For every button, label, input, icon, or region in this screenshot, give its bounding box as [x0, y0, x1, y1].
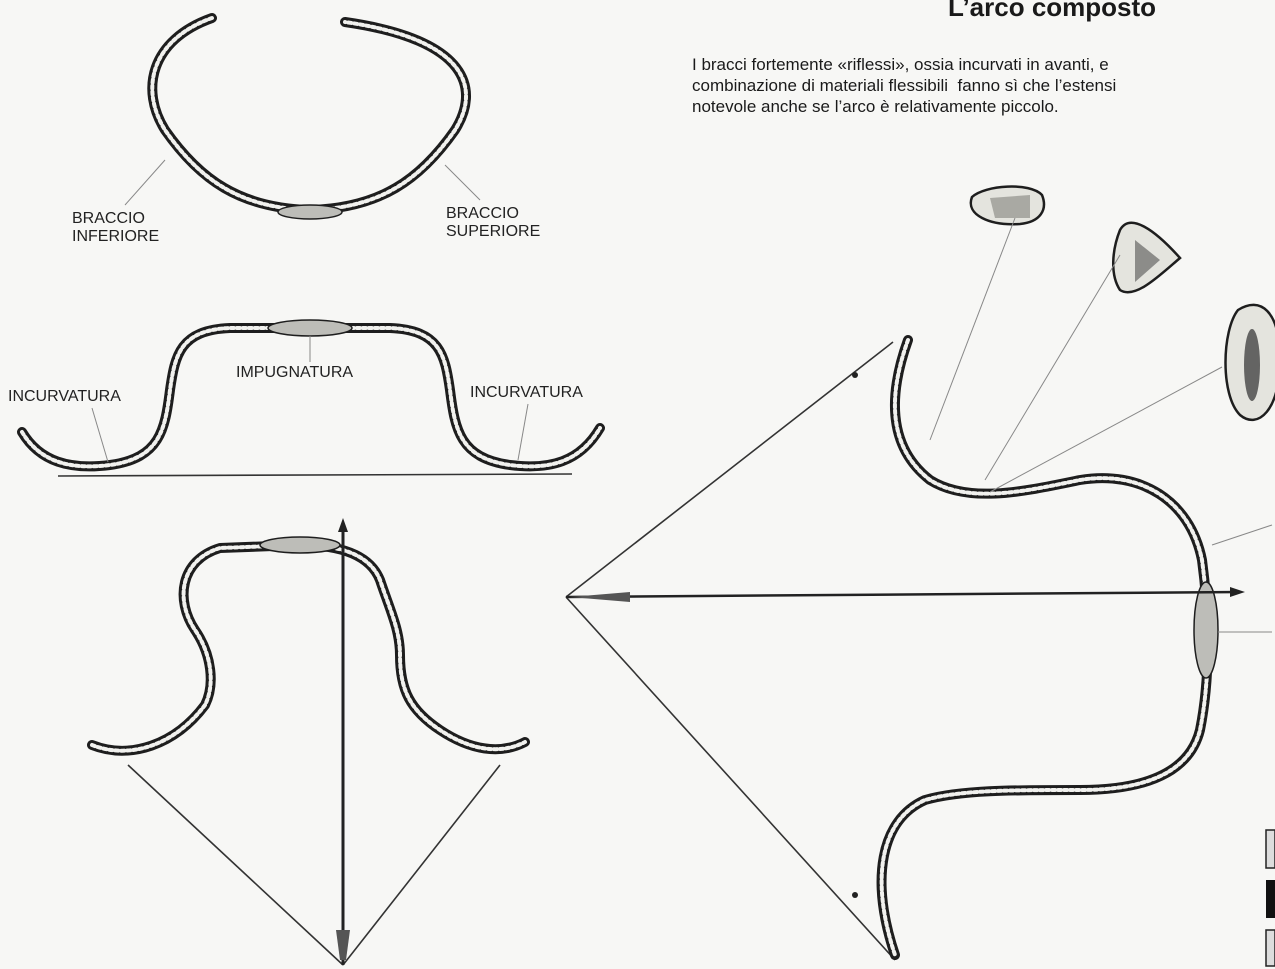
braced-bow — [22, 320, 600, 476]
cross-sections — [930, 187, 1275, 966]
drawn-bow-vertical — [92, 518, 525, 965]
unstrung-bow — [125, 18, 480, 219]
drawn-bow-horizontal — [566, 340, 1245, 960]
